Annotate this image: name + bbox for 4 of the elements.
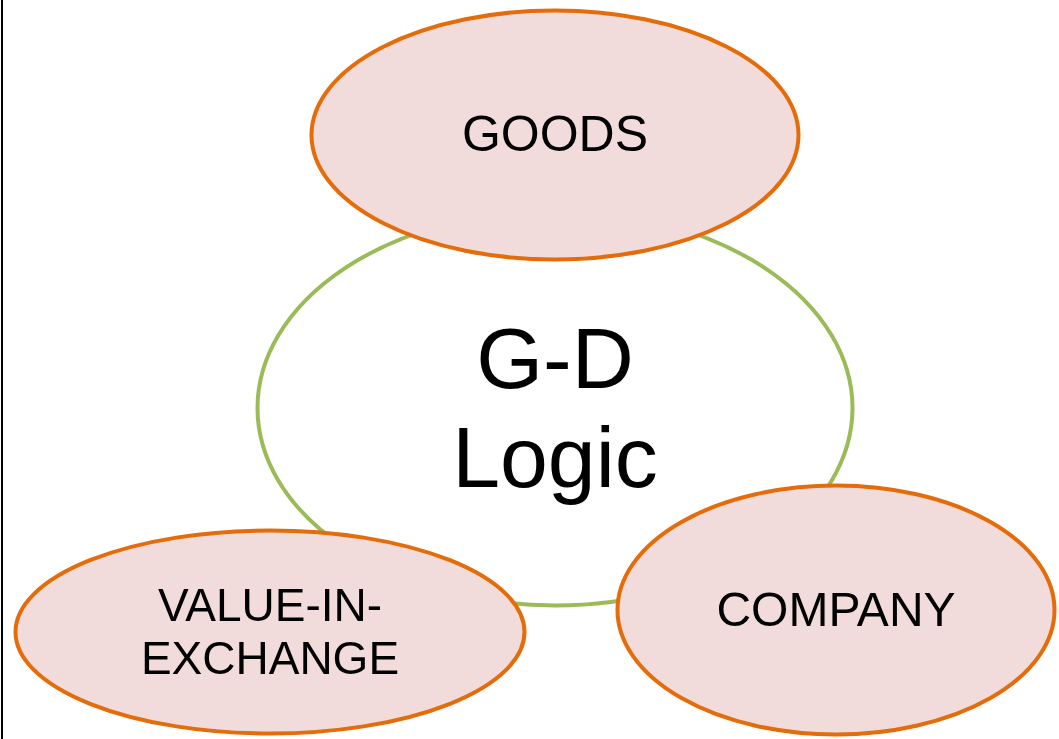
node-label: GOODS (460, 106, 650, 164)
node-label: G-D Logic (451, 309, 659, 507)
node-label: COMPANY (715, 582, 957, 638)
node-label: VALUE-IN- EXCHANGE (139, 579, 401, 685)
